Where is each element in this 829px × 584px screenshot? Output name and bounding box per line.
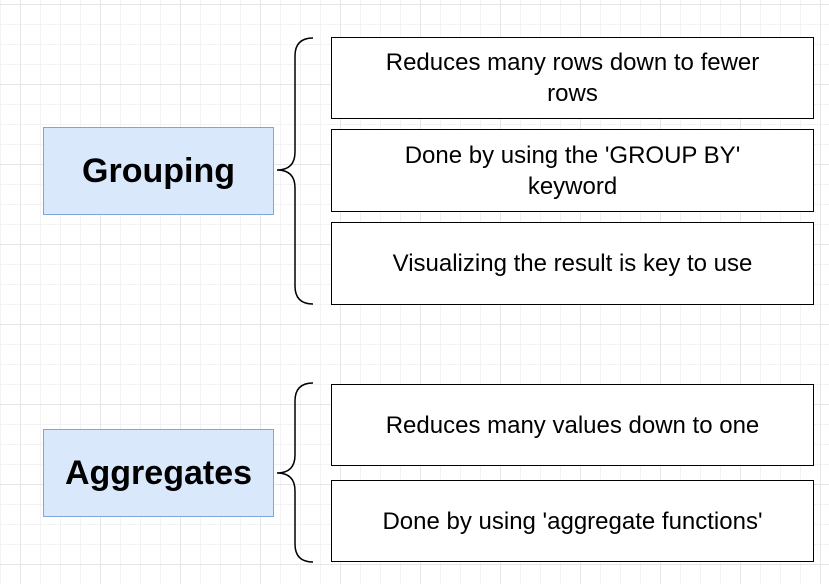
aggregates-note-1[interactable]: Reduces many values down to one	[331, 384, 814, 466]
grouping-note-2-text: Done by using the 'GROUP BY' keyword	[404, 141, 741, 200]
grouping-note-1[interactable]: Reduces many rows down to fewer rows	[331, 37, 814, 119]
aggregates-note-1-text: Reduces many values down to one	[385, 411, 760, 439]
grouping-note-1-text: Reduces many rows down to fewer rows	[385, 49, 760, 107]
grouping-label: Grouping	[82, 151, 235, 190]
grouping-brace-path	[276, 37, 314, 305]
aggregates-box[interactable]: Aggregates	[43, 429, 274, 517]
grouping-note-2[interactable]: Done by using the 'GROUP BY' keyword	[331, 129, 814, 212]
aggregates-brace-path	[276, 382, 314, 563]
grouping-box[interactable]: Grouping	[43, 127, 274, 215]
grouping-note-3[interactable]: Visualizing the result is key to use	[331, 222, 814, 305]
aggregates-note-2-text: Done by using 'aggregate functions'	[382, 507, 763, 535]
grouping-note-3-text: Visualizing the result is key to use	[392, 250, 753, 277]
aggregates-note-2[interactable]: Done by using 'aggregate functions'	[331, 480, 814, 562]
aggregates-label: Aggregates	[64, 453, 253, 492]
